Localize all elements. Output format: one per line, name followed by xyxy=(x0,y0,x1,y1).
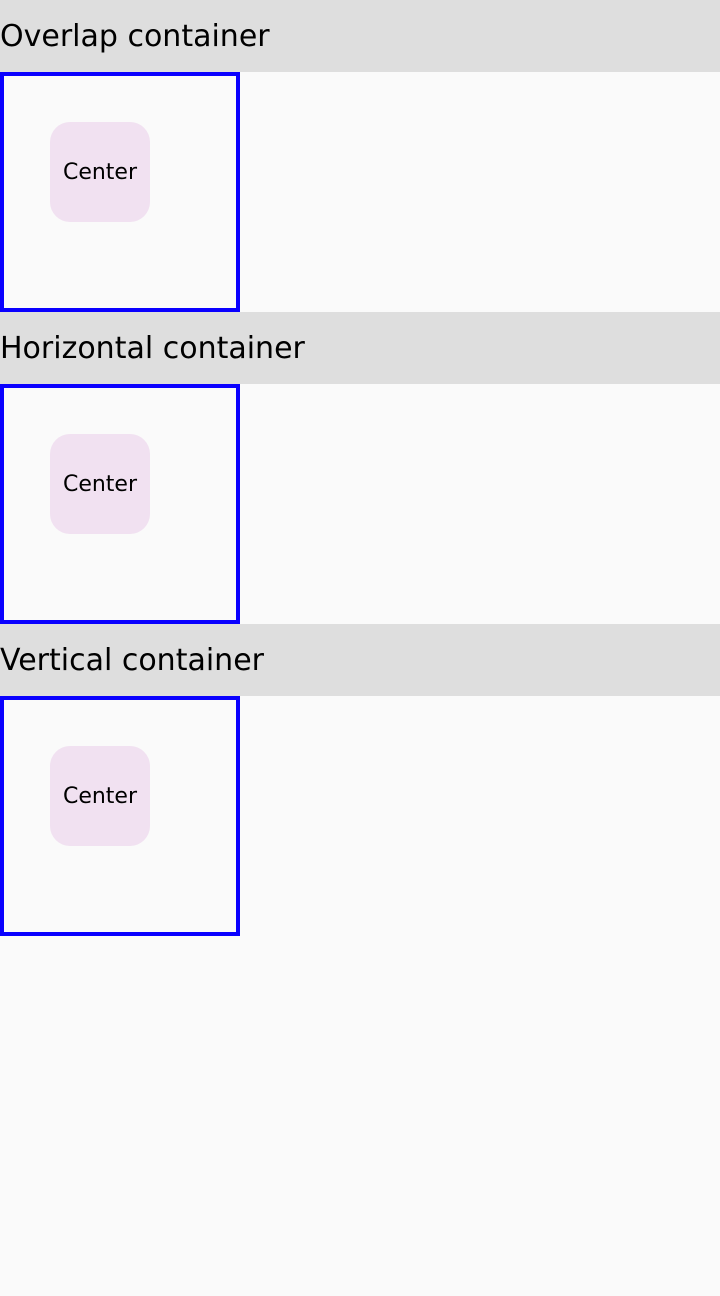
center-item-label: Center xyxy=(62,471,138,497)
section-header: Horizontal container xyxy=(0,312,720,384)
section-body: Center xyxy=(0,72,720,312)
overlap-container: Center xyxy=(0,72,240,312)
center-item-label: Center xyxy=(62,159,138,185)
center-item[interactable]: Center xyxy=(50,746,150,846)
section-header: Vertical container xyxy=(0,624,720,696)
section-horizontal: Horizontal container Center xyxy=(0,312,720,624)
section-title: Vertical container xyxy=(0,643,264,678)
center-item[interactable]: Center xyxy=(50,434,150,534)
section-title: Overlap container xyxy=(0,19,270,54)
center-item[interactable]: Center xyxy=(50,122,150,222)
center-item-label: Center xyxy=(62,783,138,809)
page: Overlap container Center Horizontal cont… xyxy=(0,0,720,936)
vertical-container: Center xyxy=(0,696,240,936)
section-overlap: Overlap container Center xyxy=(0,0,720,312)
section-title: Horizontal container xyxy=(0,331,305,366)
horizontal-container: Center xyxy=(0,384,240,624)
section-body: Center xyxy=(0,696,720,936)
section-vertical: Vertical container Center xyxy=(0,624,720,936)
section-body: Center xyxy=(0,384,720,624)
section-header: Overlap container xyxy=(0,0,720,72)
